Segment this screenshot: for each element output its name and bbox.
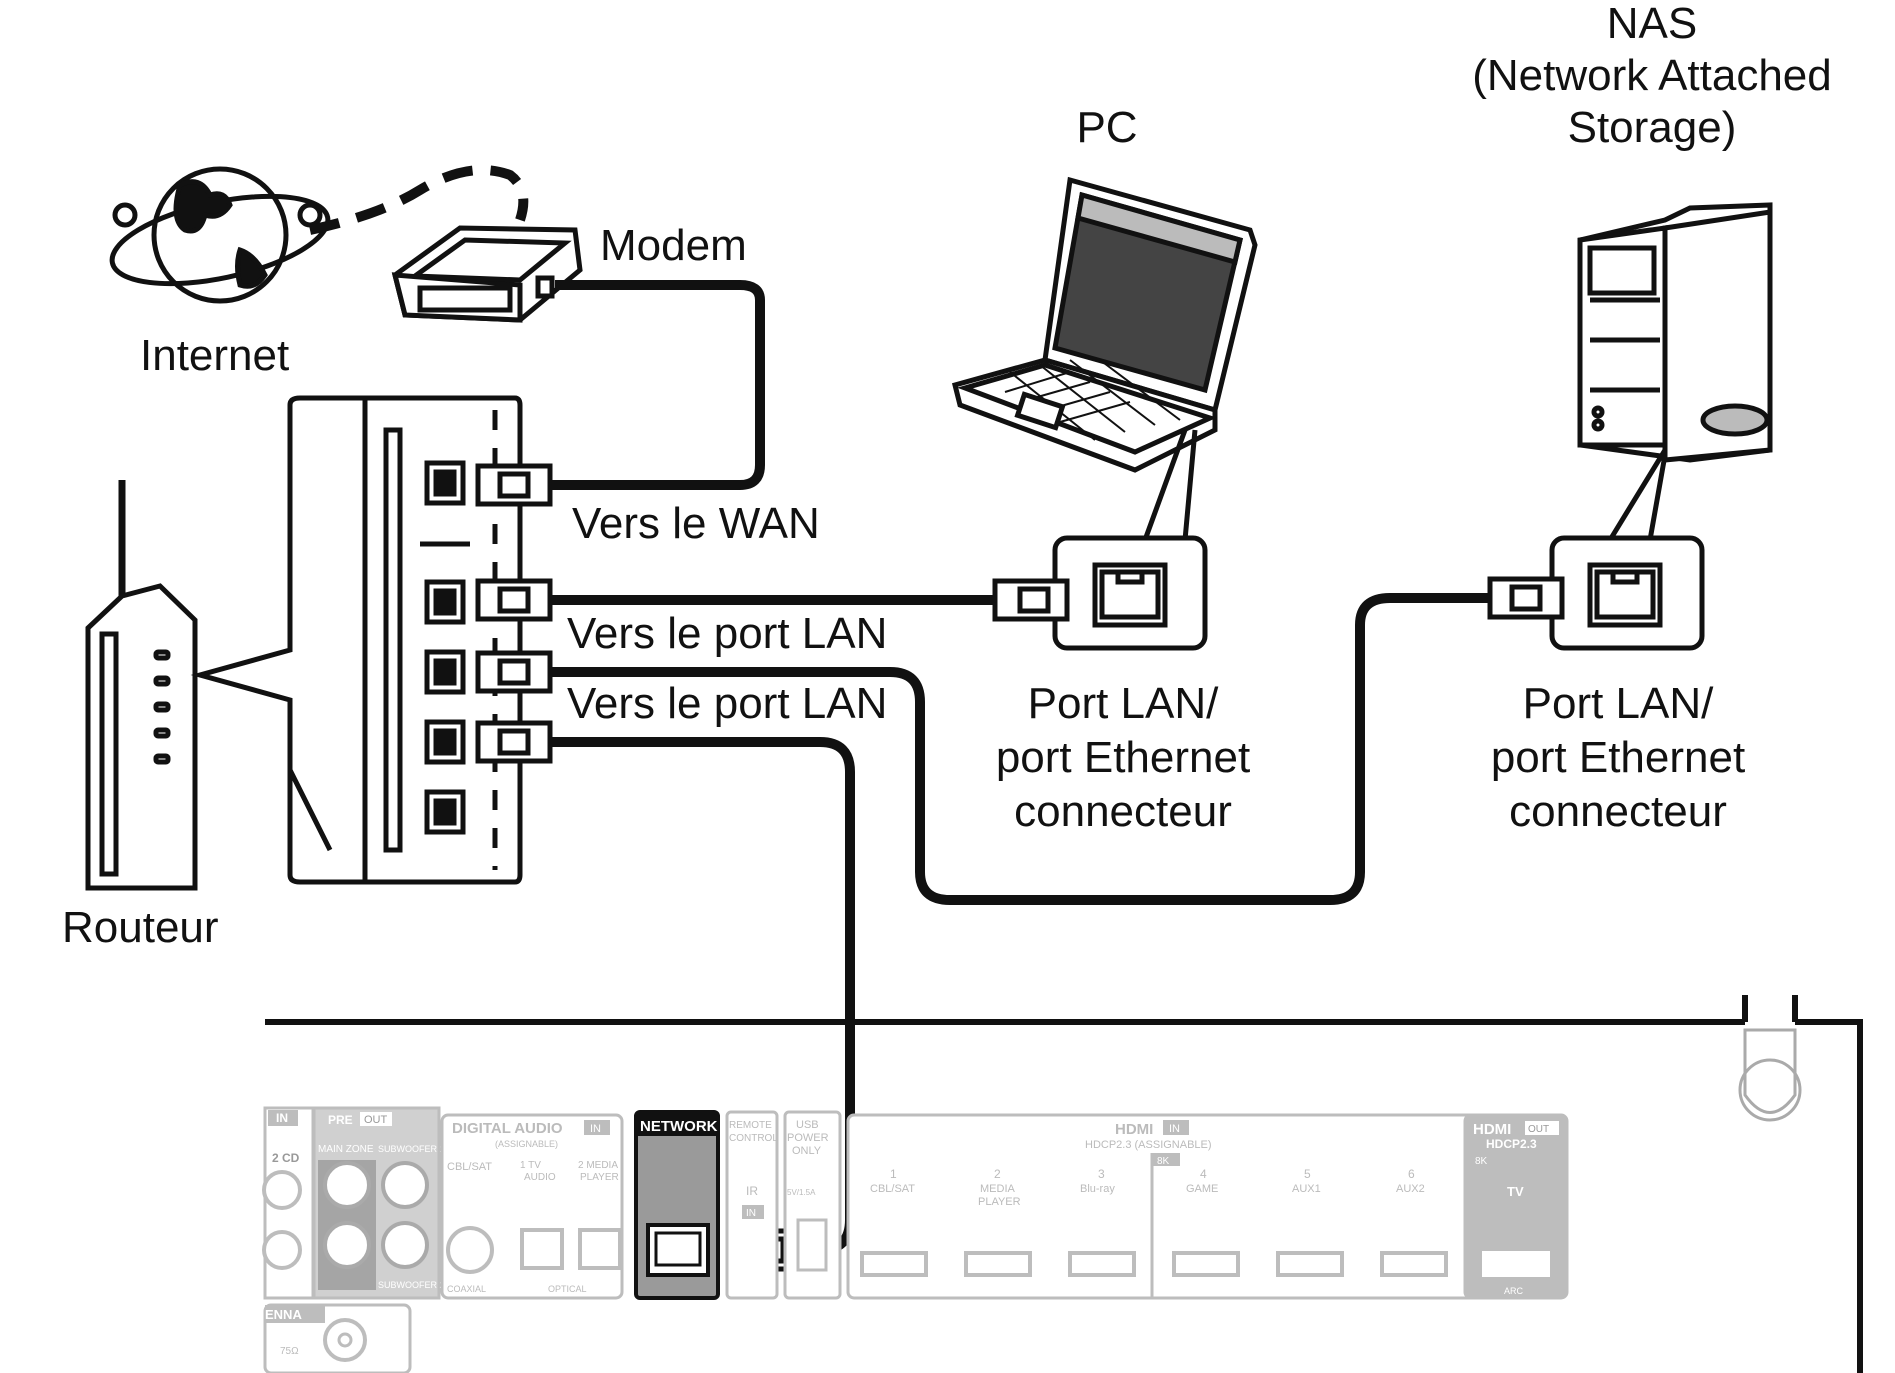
- pc-port-label-line3: connecteur: [1014, 787, 1232, 836]
- svg-text:6: 6: [1408, 1167, 1415, 1181]
- router-icon: [85, 480, 198, 891]
- router-label: Routeur: [62, 903, 219, 952]
- eight-k-out-label: 8K: [1475, 1156, 1488, 1167]
- pc-label: PC: [1076, 103, 1137, 152]
- usb-rating-label: 5V/1.5A: [787, 1188, 816, 1197]
- svg-text:GAME: GAME: [1186, 1183, 1218, 1195]
- pc-port-callout-pointer: [1142, 429, 1198, 541]
- media-player-num: 2 MEDIA: [578, 1160, 618, 1171]
- pre-out-label: PRE: [328, 1113, 353, 1127]
- remote-label: REMOTE: [729, 1120, 772, 1131]
- hdcp-in-label: HDCP2.3 (ASSIGNABLE): [1085, 1139, 1212, 1151]
- tv-audio-num: 1 TV: [520, 1160, 541, 1171]
- hdmi-input-5: 5 AUX1: [1276, 1167, 1344, 1277]
- antenna-connector-icon: [1738, 1028, 1802, 1122]
- internet-label: Internet: [140, 331, 289, 380]
- ohm-label: 75Ω: [280, 1346, 299, 1357]
- svg-text:5: 5: [1304, 1167, 1311, 1181]
- tv-audio-label: AUDIO: [524, 1172, 556, 1183]
- nas-port-label-line1: Port LAN/: [1523, 679, 1715, 728]
- svg-text:AUX1: AUX1: [1292, 1183, 1321, 1195]
- pc-port-label-line1: Port LAN/: [1028, 679, 1220, 728]
- hdmi-input-4: 4 GAME: [1172, 1167, 1240, 1277]
- nas-storage-icon: [1577, 202, 1773, 463]
- internet-link-dashed: [308, 165, 529, 235]
- svg-text:1: 1: [890, 1167, 897, 1181]
- svg-text:Blu-ray: Blu-ray: [1080, 1183, 1115, 1195]
- hdmi-out-label: HDMI: [1473, 1121, 1511, 1138]
- in-label: IN: [276, 1111, 288, 1125]
- hdmi-input-1: 1 CBL/SAT: [860, 1167, 928, 1277]
- power-label: POWER: [787, 1132, 829, 1144]
- coaxial-label: COAXIAL: [447, 1284, 486, 1294]
- nas-title-line3: Storage): [1568, 103, 1737, 152]
- nas-title-line2: (Network Attached: [1472, 51, 1832, 100]
- control-label: CONTROL: [729, 1133, 778, 1144]
- nas-port-label-line2: port Ethernet: [1491, 733, 1745, 782]
- hdmi-input-3: 3 Blu-ray: [1068, 1167, 1136, 1277]
- assignable-label: (ASSIGNABLE): [495, 1139, 558, 1149]
- internet-globe-icon: [109, 166, 331, 304]
- antenna-label: ENNA: [265, 1307, 302, 1322]
- pc-laptop-icon: [951, 176, 1258, 473]
- main-zone-label: MAIN ZONE: [318, 1144, 374, 1155]
- hdmi-in-label: HDMI: [1115, 1121, 1153, 1138]
- hdmi-input-6: 6 AUX2: [1380, 1167, 1448, 1277]
- svg-text:CBL/SAT: CBL/SAT: [870, 1183, 915, 1195]
- svg-text:MEDIA: MEDIA: [980, 1183, 1016, 1195]
- hdmi-input-2: 2 MEDIA PLAYER: [964, 1167, 1032, 1277]
- modem-label: Modem: [600, 221, 747, 270]
- pre-out-tag: OUT: [364, 1114, 388, 1126]
- receiver-outline: [265, 995, 1863, 1373]
- media-player-label: PLAYER: [580, 1172, 619, 1183]
- to-lan-label-2: Vers le port LAN: [567, 679, 887, 728]
- to-lan-label-1: Vers le port LAN: [567, 609, 887, 658]
- hdmi-in-tag: IN: [1169, 1123, 1180, 1135]
- ir-in-label: IN: [746, 1208, 756, 1219]
- router-ethernet-ports: [424, 460, 466, 835]
- hdmi-out-tv-label: TV: [1507, 1184, 1524, 1199]
- ir-label: IR: [746, 1184, 758, 1198]
- cbl-sat-label: CBL/SAT: [447, 1161, 492, 1173]
- usb-label: USB: [796, 1119, 819, 1131]
- arc-label: ARC: [1504, 1286, 1524, 1296]
- cd-label: 2 CD: [272, 1151, 300, 1165]
- router-callout: [190, 395, 523, 885]
- nas-lan-port-callout: [1549, 535, 1705, 651]
- to-wan-label: Vers le WAN: [572, 499, 820, 548]
- digital-audio-label: DIGITAL AUDIO: [452, 1120, 563, 1137]
- nas-port-label-line3: connecteur: [1509, 787, 1727, 836]
- nas-port-callout-pointer: [1607, 448, 1668, 542]
- svg-text:2: 2: [994, 1167, 1001, 1181]
- svg-text:AUX2: AUX2: [1396, 1183, 1425, 1195]
- svg-text:3: 3: [1098, 1167, 1105, 1181]
- eight-k-label: 8K: [1157, 1156, 1170, 1167]
- pc-lan-port-callout: [1052, 535, 1208, 651]
- only-label: ONLY: [792, 1145, 822, 1157]
- svg-text:4: 4: [1200, 1167, 1207, 1181]
- pc-port-label-line2: port Ethernet: [996, 733, 1250, 782]
- optical-label: OPTICAL: [548, 1284, 587, 1294]
- subwoofer2-label: SUBWOOFER 2: [378, 1280, 445, 1290]
- svg-text:PLAYER: PLAYER: [978, 1196, 1021, 1208]
- hdcp-out-label: HDCP2.3: [1486, 1137, 1537, 1151]
- nas-title-line1: NAS: [1607, 0, 1697, 48]
- hdmi-out-tag: OUT: [1528, 1124, 1549, 1135]
- subwoofer1-label: SUBWOOFER 1: [378, 1144, 445, 1154]
- network-label: NETWORK: [640, 1118, 718, 1135]
- digital-audio-tag: IN: [590, 1123, 601, 1135]
- modem-icon: [391, 225, 583, 323]
- receiver-back-panel: IN 2 CD PRE OUT MAIN ZONE SUBWOOFER 1 SU…: [262, 1106, 1569, 1373]
